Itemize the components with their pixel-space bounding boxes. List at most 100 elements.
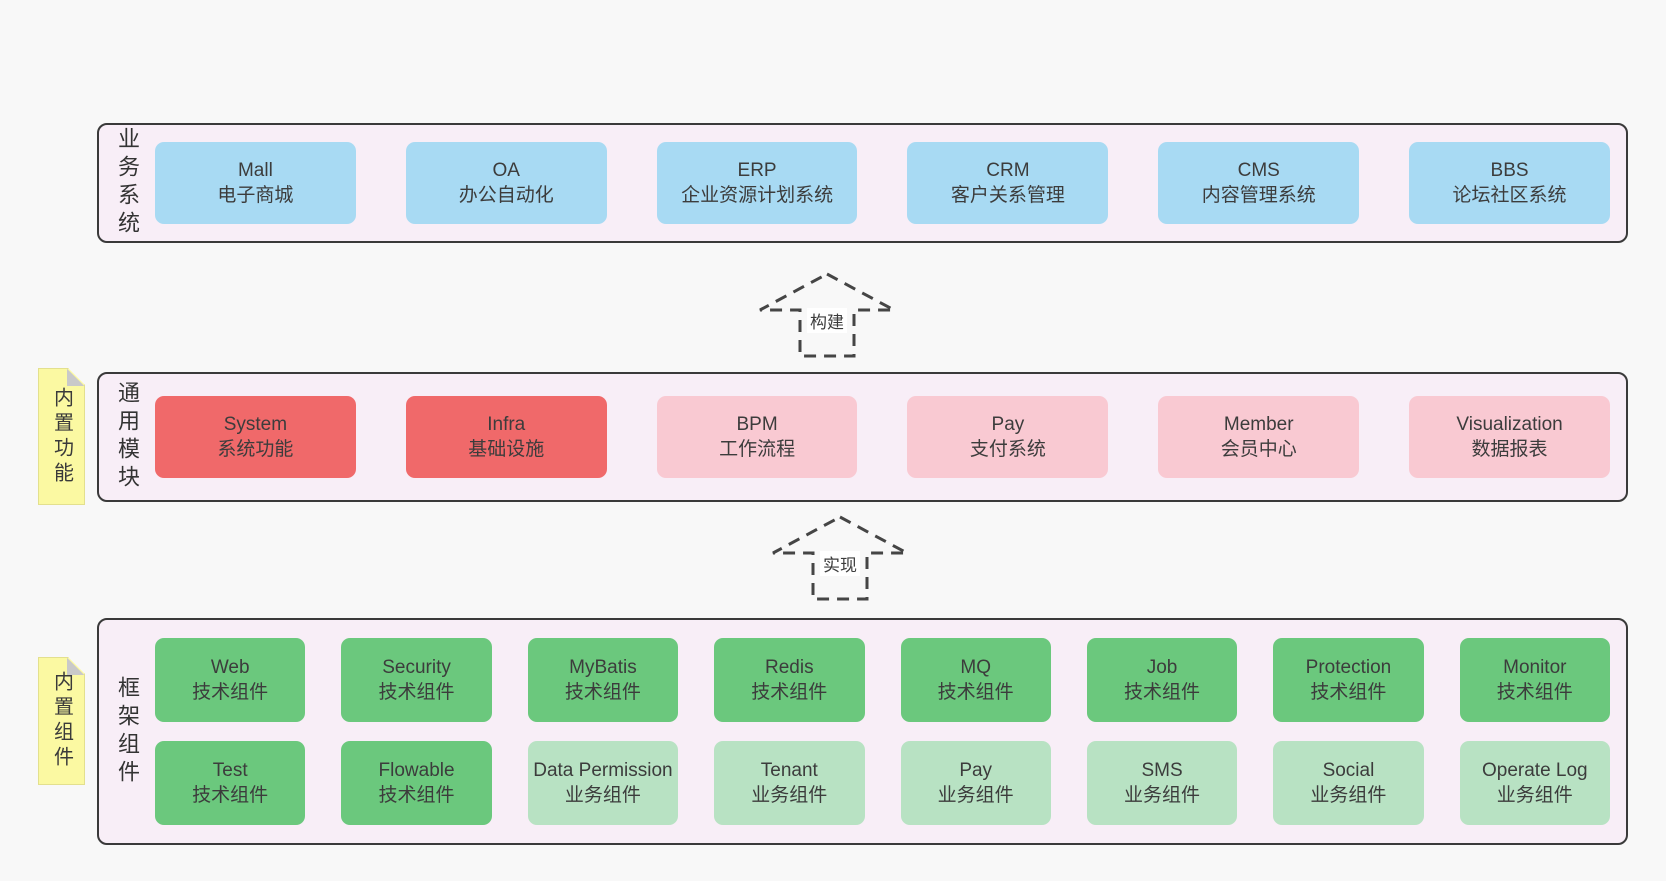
box-subtitle: 系统功能 bbox=[217, 439, 294, 460]
box-subtitle: 技术组件 bbox=[1496, 682, 1573, 704]
modules-boxes-row: System 系统功能 Infra 基础设施 BPM 工作流程 Pay 支付系统 Member 会… bbox=[155, 374, 1626, 500]
box-subtitle: 论坛社区系统 bbox=[1452, 185, 1567, 206]
panel-label-framework-components: 框架组件 bbox=[115, 675, 140, 788]
box-title: BBS bbox=[1490, 159, 1529, 181]
box-subtitle: 技术组件 bbox=[378, 784, 455, 806]
box-title: BPM bbox=[736, 413, 778, 435]
box-bbs: BBS 论坛社区系统 bbox=[1409, 142, 1610, 224]
box-data-permission: Data Permission 业务组件 bbox=[527, 740, 679, 825]
box-title: Mall bbox=[237, 159, 273, 181]
box-operate-log: Operate Log 业务组件 bbox=[1459, 740, 1610, 825]
box-title: Job bbox=[1146, 657, 1178, 679]
panel-label-business-systems: 业务系统 bbox=[115, 127, 140, 239]
box-subtitle: 业务组件 bbox=[564, 784, 641, 806]
box-tenant: Tenant 业务组件 bbox=[714, 740, 865, 825]
box-title: Visualization bbox=[1456, 413, 1563, 435]
box-subtitle: 技术组件 bbox=[751, 682, 828, 704]
box-subtitle: 业务组件 bbox=[1496, 784, 1573, 806]
implement-arrow-label: 实现 bbox=[820, 551, 860, 576]
box-security: Security 技术组件 bbox=[341, 638, 492, 723]
box-title: Pay bbox=[959, 759, 993, 781]
build-arrow: 构建 bbox=[757, 271, 897, 359]
box-subtitle: 技术组件 bbox=[192, 784, 269, 806]
box-subtitle: 办公自动化 bbox=[458, 185, 554, 206]
box-flowable: Flowable 技术组件 bbox=[341, 740, 492, 825]
box-subtitle: 基础设施 bbox=[468, 439, 545, 460]
box-title: Social bbox=[1322, 759, 1375, 781]
implement-arrow: 实现 bbox=[770, 514, 910, 602]
box-title: MQ bbox=[960, 657, 991, 679]
box-title: Test bbox=[212, 759, 248, 781]
box-subtitle: 业务组件 bbox=[937, 784, 1014, 806]
box-cms: CMS 内容管理系统 bbox=[1158, 142, 1360, 224]
box-subtitle: 客户关系管理 bbox=[950, 185, 1065, 206]
box-subtitle: 支付系统 bbox=[969, 439, 1046, 460]
sticky-note-builtin-components: 内置组件 bbox=[38, 657, 85, 785]
box-subtitle: 业务组件 bbox=[1310, 784, 1387, 806]
box-title: CMS bbox=[1237, 159, 1280, 181]
box-pay: Pay 业务组件 bbox=[900, 740, 1051, 825]
build-arrow-label: 构建 bbox=[807, 308, 847, 333]
box-title: Flowable bbox=[378, 759, 455, 781]
box-protection: Protection 技术组件 bbox=[1273, 638, 1424, 723]
dashed-up-arrow-icon bbox=[759, 272, 895, 358]
box-subtitle: 技术组件 bbox=[1310, 682, 1387, 704]
box-mq: MQ 技术组件 bbox=[900, 638, 1051, 723]
box-visualization: Visualization 数据报表 bbox=[1409, 396, 1610, 478]
box-subtitle: 技术组件 bbox=[564, 682, 641, 704]
box-subtitle: 技术组件 bbox=[937, 682, 1014, 704]
box-social: Social 业务组件 bbox=[1273, 740, 1424, 825]
sticky-note-builtin-features: 内置功能 bbox=[38, 368, 85, 505]
box-system: System 系统功能 bbox=[155, 396, 356, 478]
box-subtitle: 工作流程 bbox=[719, 439, 796, 460]
sticky-note-label: 内置组件 bbox=[50, 671, 73, 771]
box-erp: ERP 企业资源计划系统 bbox=[656, 142, 858, 224]
box-subtitle: 数据报表 bbox=[1471, 439, 1548, 460]
box-title: Pay bbox=[991, 413, 1025, 435]
box-monitor: Monitor 技术组件 bbox=[1459, 638, 1610, 723]
sticky-note-label: 内置功能 bbox=[50, 386, 73, 487]
box-member: Member 会员中心 bbox=[1158, 396, 1360, 478]
box-infra: Infra 基础设施 bbox=[405, 396, 607, 478]
box-subtitle: 会员中心 bbox=[1220, 439, 1297, 460]
box-pay: Pay 支付系统 bbox=[907, 396, 1109, 478]
box-crm: CRM 客户关系管理 bbox=[907, 142, 1109, 224]
box-title: System bbox=[223, 413, 288, 435]
box-oa: OA 办公自动化 bbox=[405, 142, 607, 224]
box-title: ERP bbox=[737, 159, 777, 181]
folded-corner-icon bbox=[67, 369, 84, 386]
box-title: Member bbox=[1223, 413, 1294, 435]
box-title: Protection bbox=[1305, 657, 1392, 679]
box-title: OA bbox=[492, 159, 520, 181]
box-subtitle: 技术组件 bbox=[192, 682, 269, 704]
box-subtitle: 业务组件 bbox=[1124, 784, 1201, 806]
box-title: Monitor bbox=[1503, 657, 1567, 679]
dashed-up-arrow-icon bbox=[772, 515, 908, 601]
box-subtitle: 业务组件 bbox=[751, 784, 828, 806]
box-title: Data Permission bbox=[533, 759, 673, 781]
box-title: Redis bbox=[765, 657, 814, 679]
box-title: Security bbox=[382, 657, 451, 679]
folded-corner-icon bbox=[67, 658, 84, 675]
box-subtitle: 企业资源计划系统 bbox=[681, 185, 834, 206]
box-title: Operate Log bbox=[1481, 759, 1588, 781]
box-subtitle: 内容管理系统 bbox=[1201, 185, 1316, 206]
box-title: CRM bbox=[986, 159, 1030, 181]
box-redis: Redis 技术组件 bbox=[714, 638, 865, 723]
box-title: Tenant bbox=[760, 759, 818, 781]
box-subtitle: 技术组件 bbox=[378, 682, 455, 704]
box-title: Infra bbox=[487, 413, 526, 435]
panel-label-common-modules: 通用模块 bbox=[115, 381, 140, 493]
